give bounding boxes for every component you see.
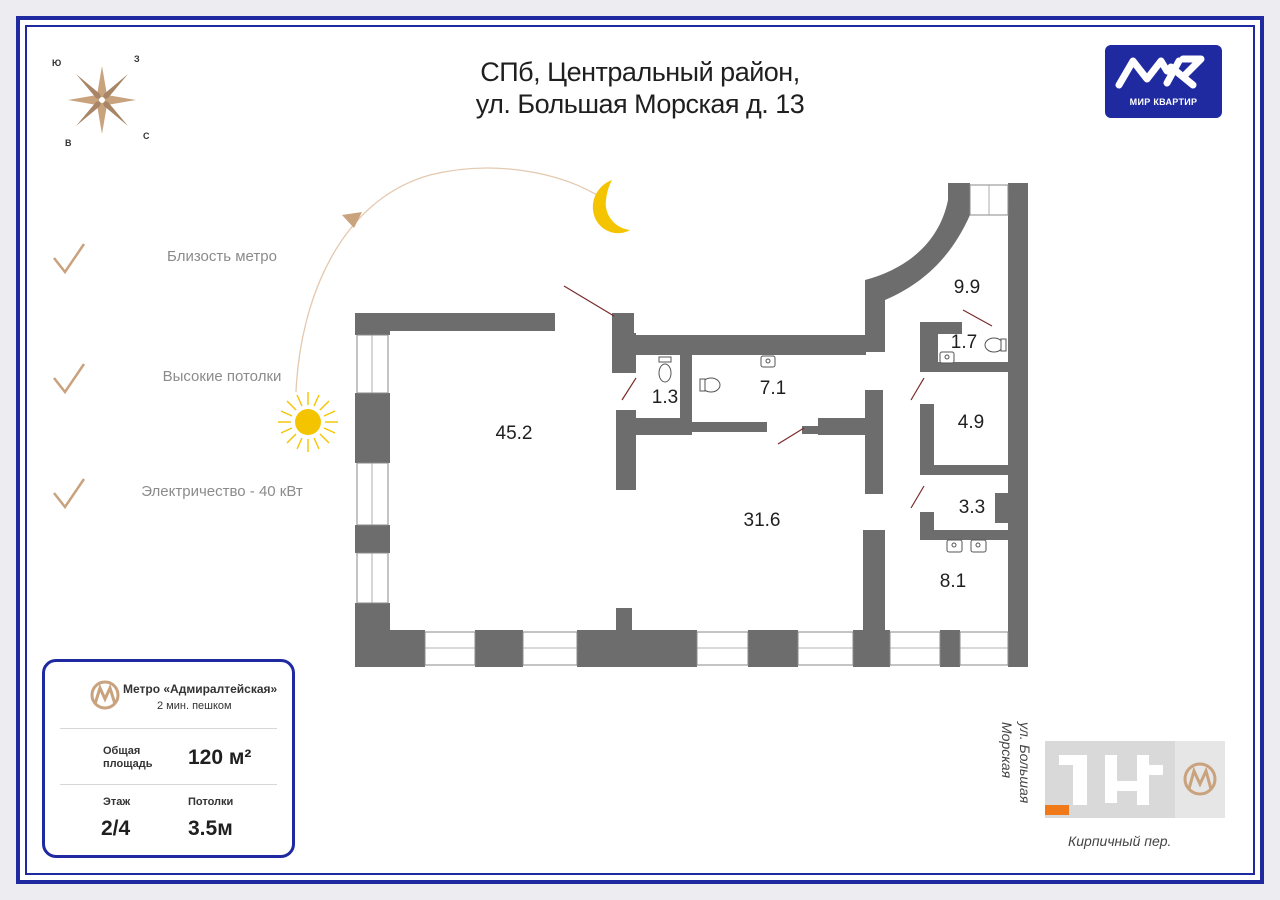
divider — [60, 728, 277, 729]
compass-north-label: С — [143, 131, 150, 141]
toilet-icon — [699, 377, 721, 393]
sink-icon — [760, 355, 776, 368]
street-name-vertical: ул. Большая Морская — [999, 722, 1033, 804]
page-title: СПб, Центральный район, ул. Большая Морс… — [420, 56, 860, 120]
toilet-icon — [658, 356, 672, 383]
title-line-1: СПб, Центральный район, — [480, 57, 800, 87]
room-area-label: 4.9 — [957, 412, 985, 433]
inner-frame — [25, 25, 1255, 875]
check-icon — [53, 363, 86, 395]
feature-item-metro: Близость метро — [52, 240, 352, 280]
sink-icon — [939, 351, 955, 364]
location-minimap — [1045, 741, 1225, 818]
ceiling-label: Потолки — [188, 796, 234, 808]
feature-label: Электричество - 40 кВт — [141, 483, 303, 500]
metro-walk-time: 2 мин. пешком — [157, 700, 232, 712]
info-card: Метро «Адмиралтейская» 2 мин. пешком Общ… — [42, 659, 295, 858]
divider — [60, 784, 277, 785]
feature-label: Близость метро — [167, 248, 277, 265]
compass-east-label: В — [65, 138, 72, 148]
feature-label: Высокие потолки — [162, 368, 282, 385]
room-area-label: 45.2 — [495, 423, 533, 444]
compass-west-label: З — [134, 54, 140, 64]
floor-label: Этаж — [103, 796, 131, 808]
room-area-label: 1.3 — [651, 387, 679, 408]
brand-logo-mark-icon — [1115, 55, 1205, 89]
feature-item-ceilings: Высокие потолки — [52, 360, 352, 400]
total-area-value: 120 м² — [188, 746, 252, 769]
brand-logo: МИР КВАРТИР — [1105, 45, 1222, 118]
title-line-2: ул. Большая Морская д. 13 — [475, 89, 805, 119]
floor-plan-walls — [355, 183, 1028, 667]
check-icon — [53, 243, 86, 275]
compass-south-label: Ю — [52, 58, 62, 68]
ceiling-value: 3.5м — [188, 817, 233, 840]
fixtures — [658, 337, 1007, 553]
floor-plan-windows — [356, 184, 1009, 666]
room-area-label: 9.9 — [953, 277, 981, 298]
street-name-bottom: Кирпичный пер. — [1068, 833, 1172, 849]
check-icon — [53, 478, 86, 510]
toilet-icon — [984, 337, 1007, 353]
window-lines — [371, 185, 1008, 649]
metro-icon — [1183, 762, 1217, 796]
room-area-label: 3.3 — [958, 497, 986, 518]
metro-station-name: Метро «Адмиралтейская» — [123, 682, 278, 696]
sink-icon — [946, 539, 963, 553]
sink-icon — [970, 539, 987, 553]
room-area-label: 1.7 — [950, 332, 978, 353]
door-lines — [563, 285, 993, 509]
room-area-label: 8.1 — [939, 571, 967, 592]
brand-logo-text: МИР КВАРТИР — [1129, 97, 1198, 107]
metro-icon — [90, 680, 120, 710]
room-area-label: 7.1 — [759, 378, 787, 399]
building-marker — [1045, 805, 1069, 815]
room-area-label: 31.6 — [743, 510, 781, 531]
feature-item-power: Электричество - 40 кВт — [52, 475, 352, 515]
floor-value: 2/4 — [101, 817, 131, 840]
